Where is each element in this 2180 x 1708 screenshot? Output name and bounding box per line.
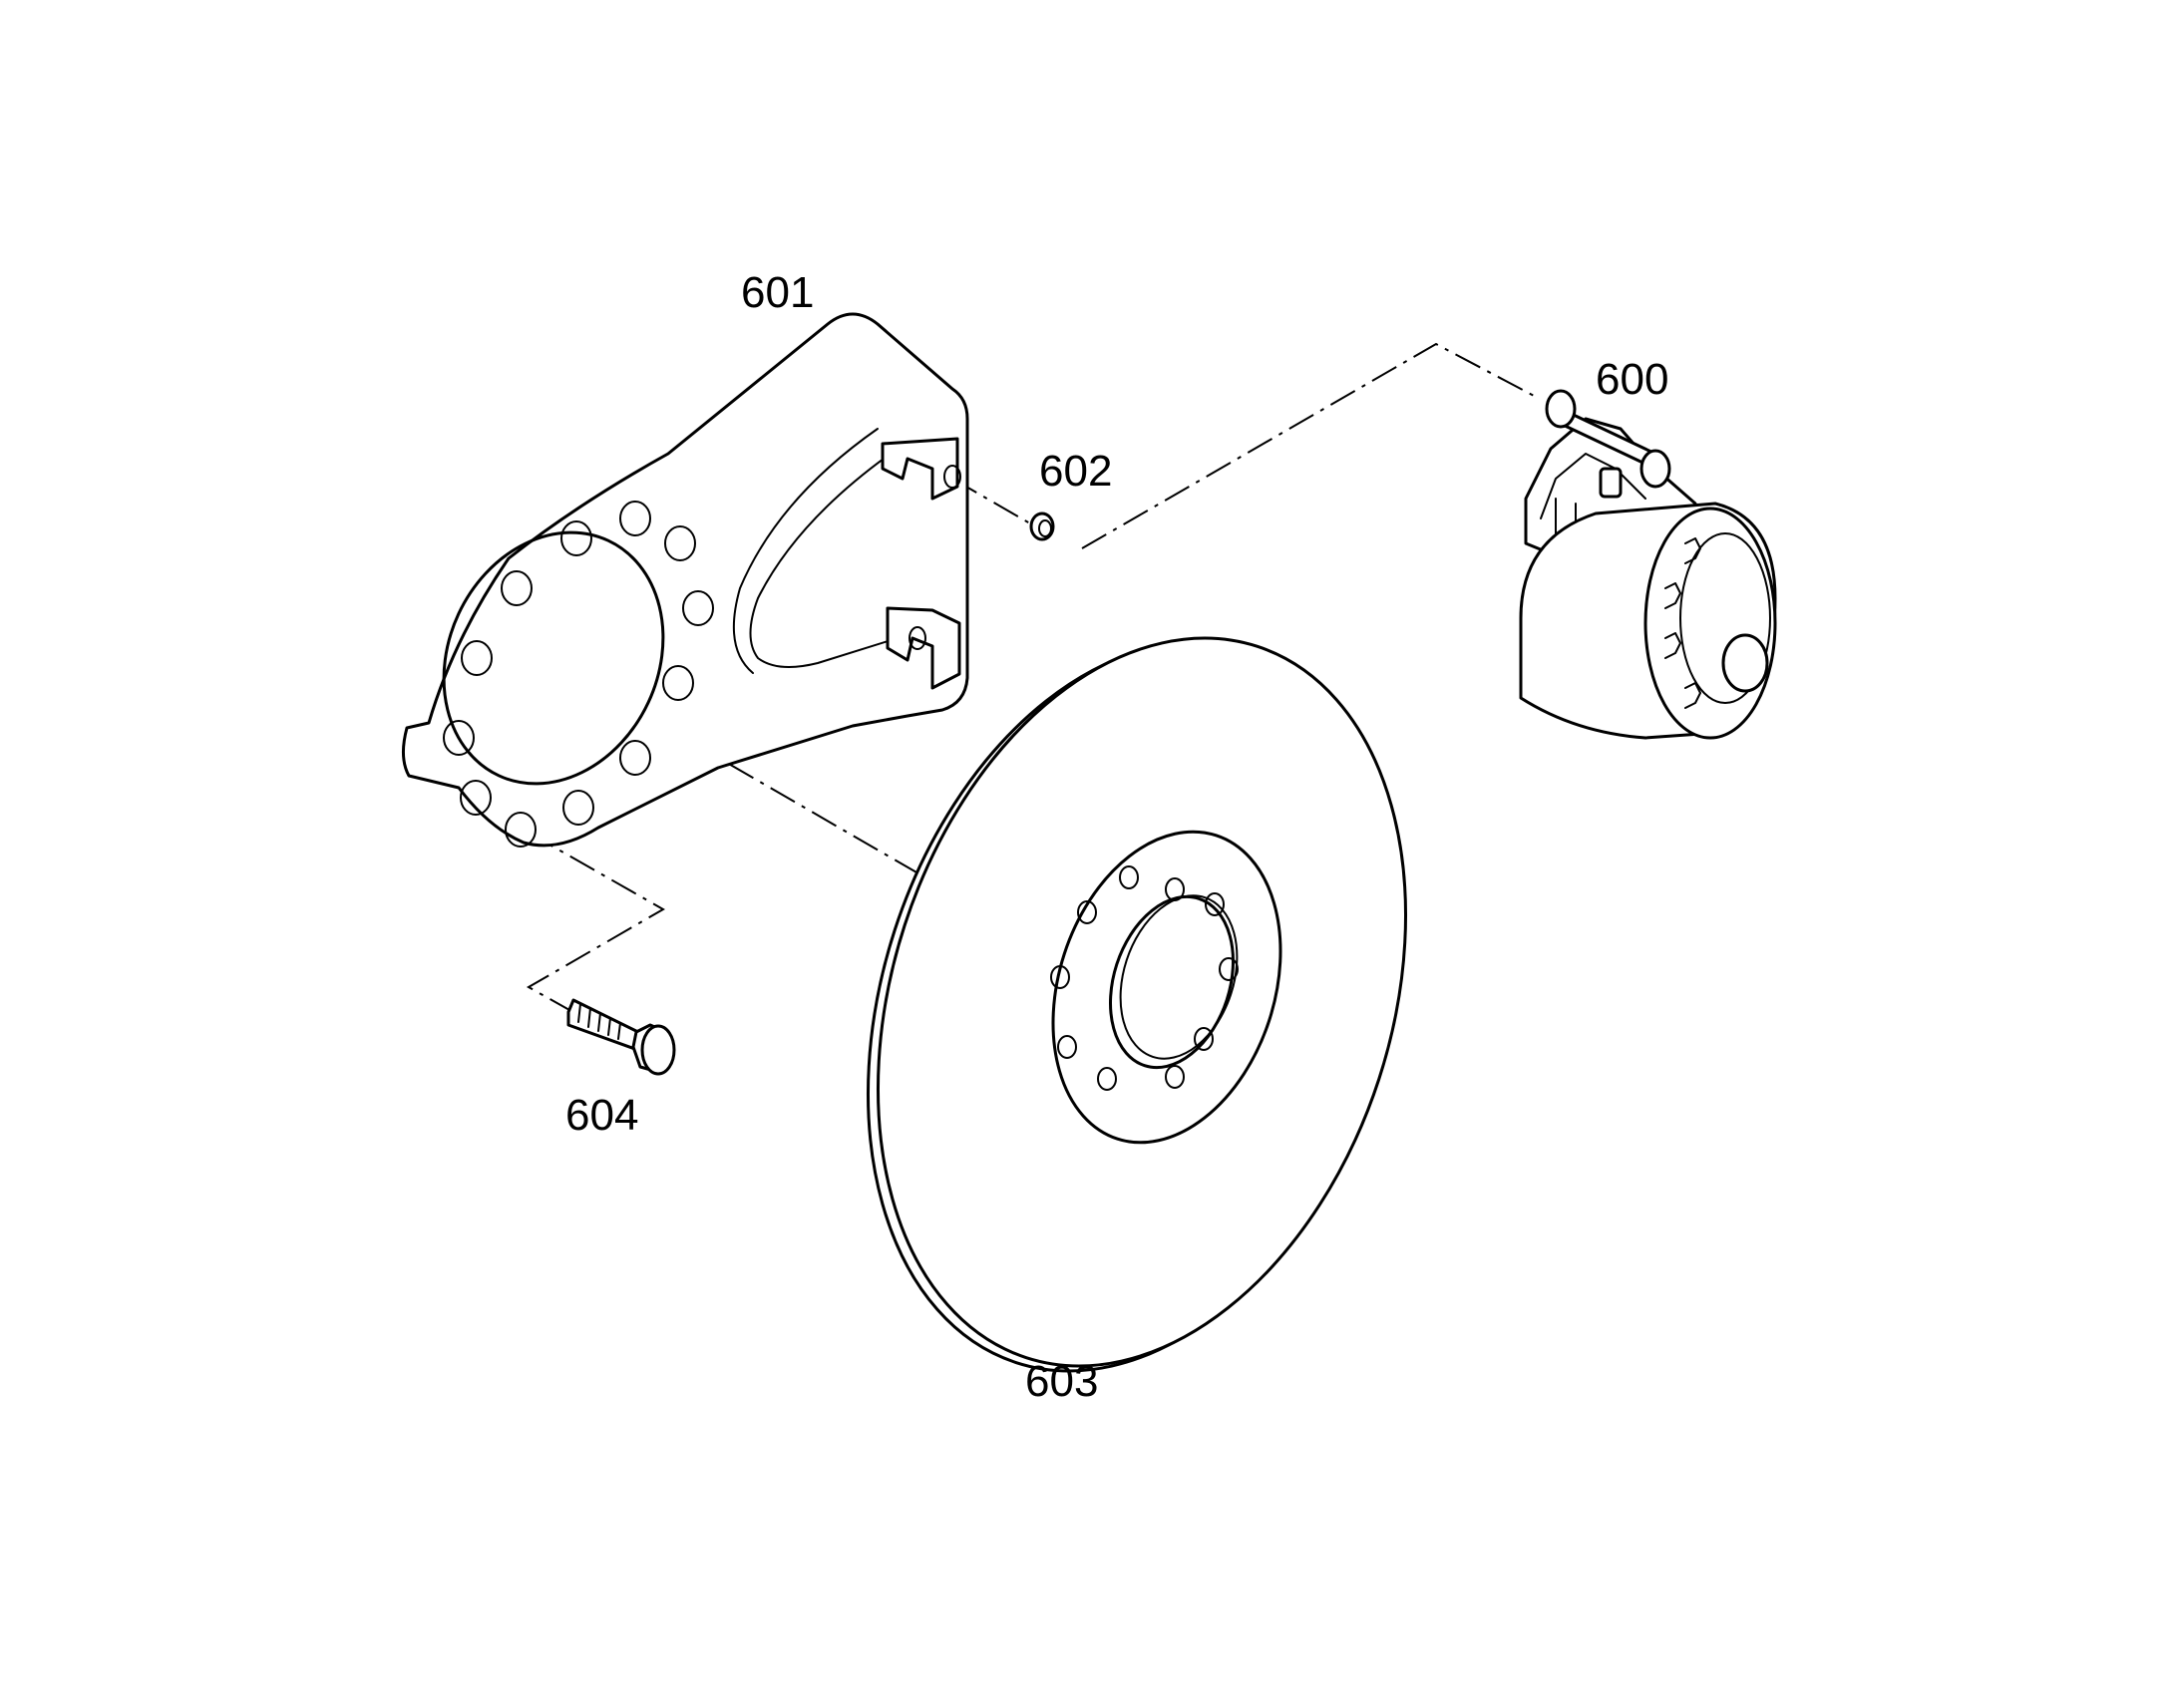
caliper-piston-inner — [1679, 532, 1771, 704]
bracket-upper-lug — [881, 437, 959, 501]
bracket-outline — [402, 312, 969, 848]
bracket-bolt-holes — [443, 501, 714, 848]
bracket-lower-pin-hole — [908, 626, 926, 650]
bolt-hole — [1219, 957, 1239, 981]
leader-601-604 — [526, 832, 666, 1016]
caliper-bolt-top-right — [1639, 449, 1671, 489]
bolt-hole — [461, 640, 493, 676]
label-603: 603 — [1025, 1357, 1098, 1406]
bolt-hole — [560, 520, 592, 556]
bolt-hole — [619, 740, 651, 776]
bolt-thread — [577, 1003, 621, 1040]
disc-centre-bore — [1108, 894, 1236, 1070]
bracket-arm-inner — [749, 448, 899, 668]
bolt-hole — [1057, 1035, 1077, 1059]
caliper-bleed-nipple — [1599, 467, 1623, 499]
clip-ring — [1029, 512, 1055, 541]
hex-bolt[interactable] — [566, 998, 676, 1076]
bolt-hole — [1205, 892, 1225, 916]
label-604: 604 — [565, 1091, 638, 1140]
bolt-hole — [682, 590, 714, 626]
label-602: 602 — [1039, 447, 1112, 496]
clip-ring-inner — [1038, 519, 1052, 537]
bolt-hole — [562, 790, 594, 826]
disc-bolt-holes — [1050, 865, 1239, 1091]
caliper-bracket[interactable] — [402, 312, 969, 848]
bolt-hole — [505, 812, 537, 848]
bracket-lower-lug — [886, 606, 961, 690]
brake-caliper[interactable] — [1519, 389, 1777, 740]
bolt-hole — [1119, 865, 1139, 889]
leader-602-600 — [1081, 342, 1537, 549]
bolt-hole — [662, 665, 694, 701]
disc-face — [876, 636, 1408, 1368]
label-601: 601 — [741, 268, 814, 317]
caliper-centre-boss — [1721, 633, 1769, 693]
bolt-hole — [1194, 1027, 1214, 1051]
disc-centre-bore-depth — [1119, 894, 1239, 1060]
bracket-upper-pin-hole — [943, 465, 961, 489]
disc-hub-flange — [1051, 830, 1282, 1145]
bolt-hole — [1097, 1067, 1117, 1091]
bolt-hole — [443, 720, 475, 756]
bolt-hole — [1077, 900, 1097, 924]
bolt-hole — [460, 780, 492, 816]
bolt-hole — [664, 525, 696, 561]
label-600: 600 — [1596, 355, 1668, 404]
caliper-piston-face — [1643, 507, 1777, 740]
bolt-hole — [1050, 965, 1070, 989]
retaining-clip[interactable] — [1029, 512, 1055, 541]
bracket-bore — [442, 530, 665, 786]
bolt-hole — [619, 501, 651, 536]
brake-disc[interactable] — [779, 569, 1494, 1440]
bolt-head-face — [640, 1024, 676, 1076]
bolt-hole — [1165, 1065, 1185, 1089]
bolt-hole — [501, 570, 533, 606]
bracket-arm-inner-2 — [732, 428, 879, 674]
caliper-bolt-top-left — [1545, 389, 1577, 429]
bolt-hole — [1165, 877, 1185, 901]
